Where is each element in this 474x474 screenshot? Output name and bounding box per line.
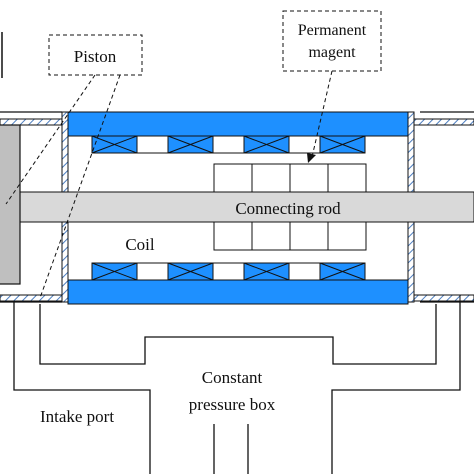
coil-row-top — [91, 135, 366, 154]
piston-leader-2 — [39, 74, 121, 299]
pressure-box-label-line1: Constant — [202, 368, 263, 387]
stator-bottom — [67, 279, 409, 305]
piston-label-box — [48, 34, 143, 76]
piston-label: Piston — [74, 47, 117, 66]
magnet-label-line1: Permanent — [298, 22, 367, 39]
coil-row-bottom — [91, 262, 366, 281]
cylinder-housing — [0, 111, 474, 303]
piston-leader-1 — [5, 74, 96, 205]
magnet-blocks-bottom — [213, 221, 367, 251]
magnet-blocks-top — [213, 163, 367, 193]
pressure-box-label-line2: pressure box — [189, 395, 276, 414]
magnet-leader — [311, 70, 333, 158]
magnet-leader-arrowhead — [307, 153, 316, 163]
constant-pressure-box — [13, 302, 461, 474]
piston — [0, 124, 21, 285]
magnet-label-box — [282, 10, 382, 72]
magnet-label-line2: magent — [308, 44, 356, 61]
connecting-rod-label: Connecting rod — [235, 199, 341, 218]
coil-label: Coil — [125, 235, 155, 254]
intake-port-label: Intake port — [40, 407, 114, 426]
stator-top — [67, 111, 409, 137]
